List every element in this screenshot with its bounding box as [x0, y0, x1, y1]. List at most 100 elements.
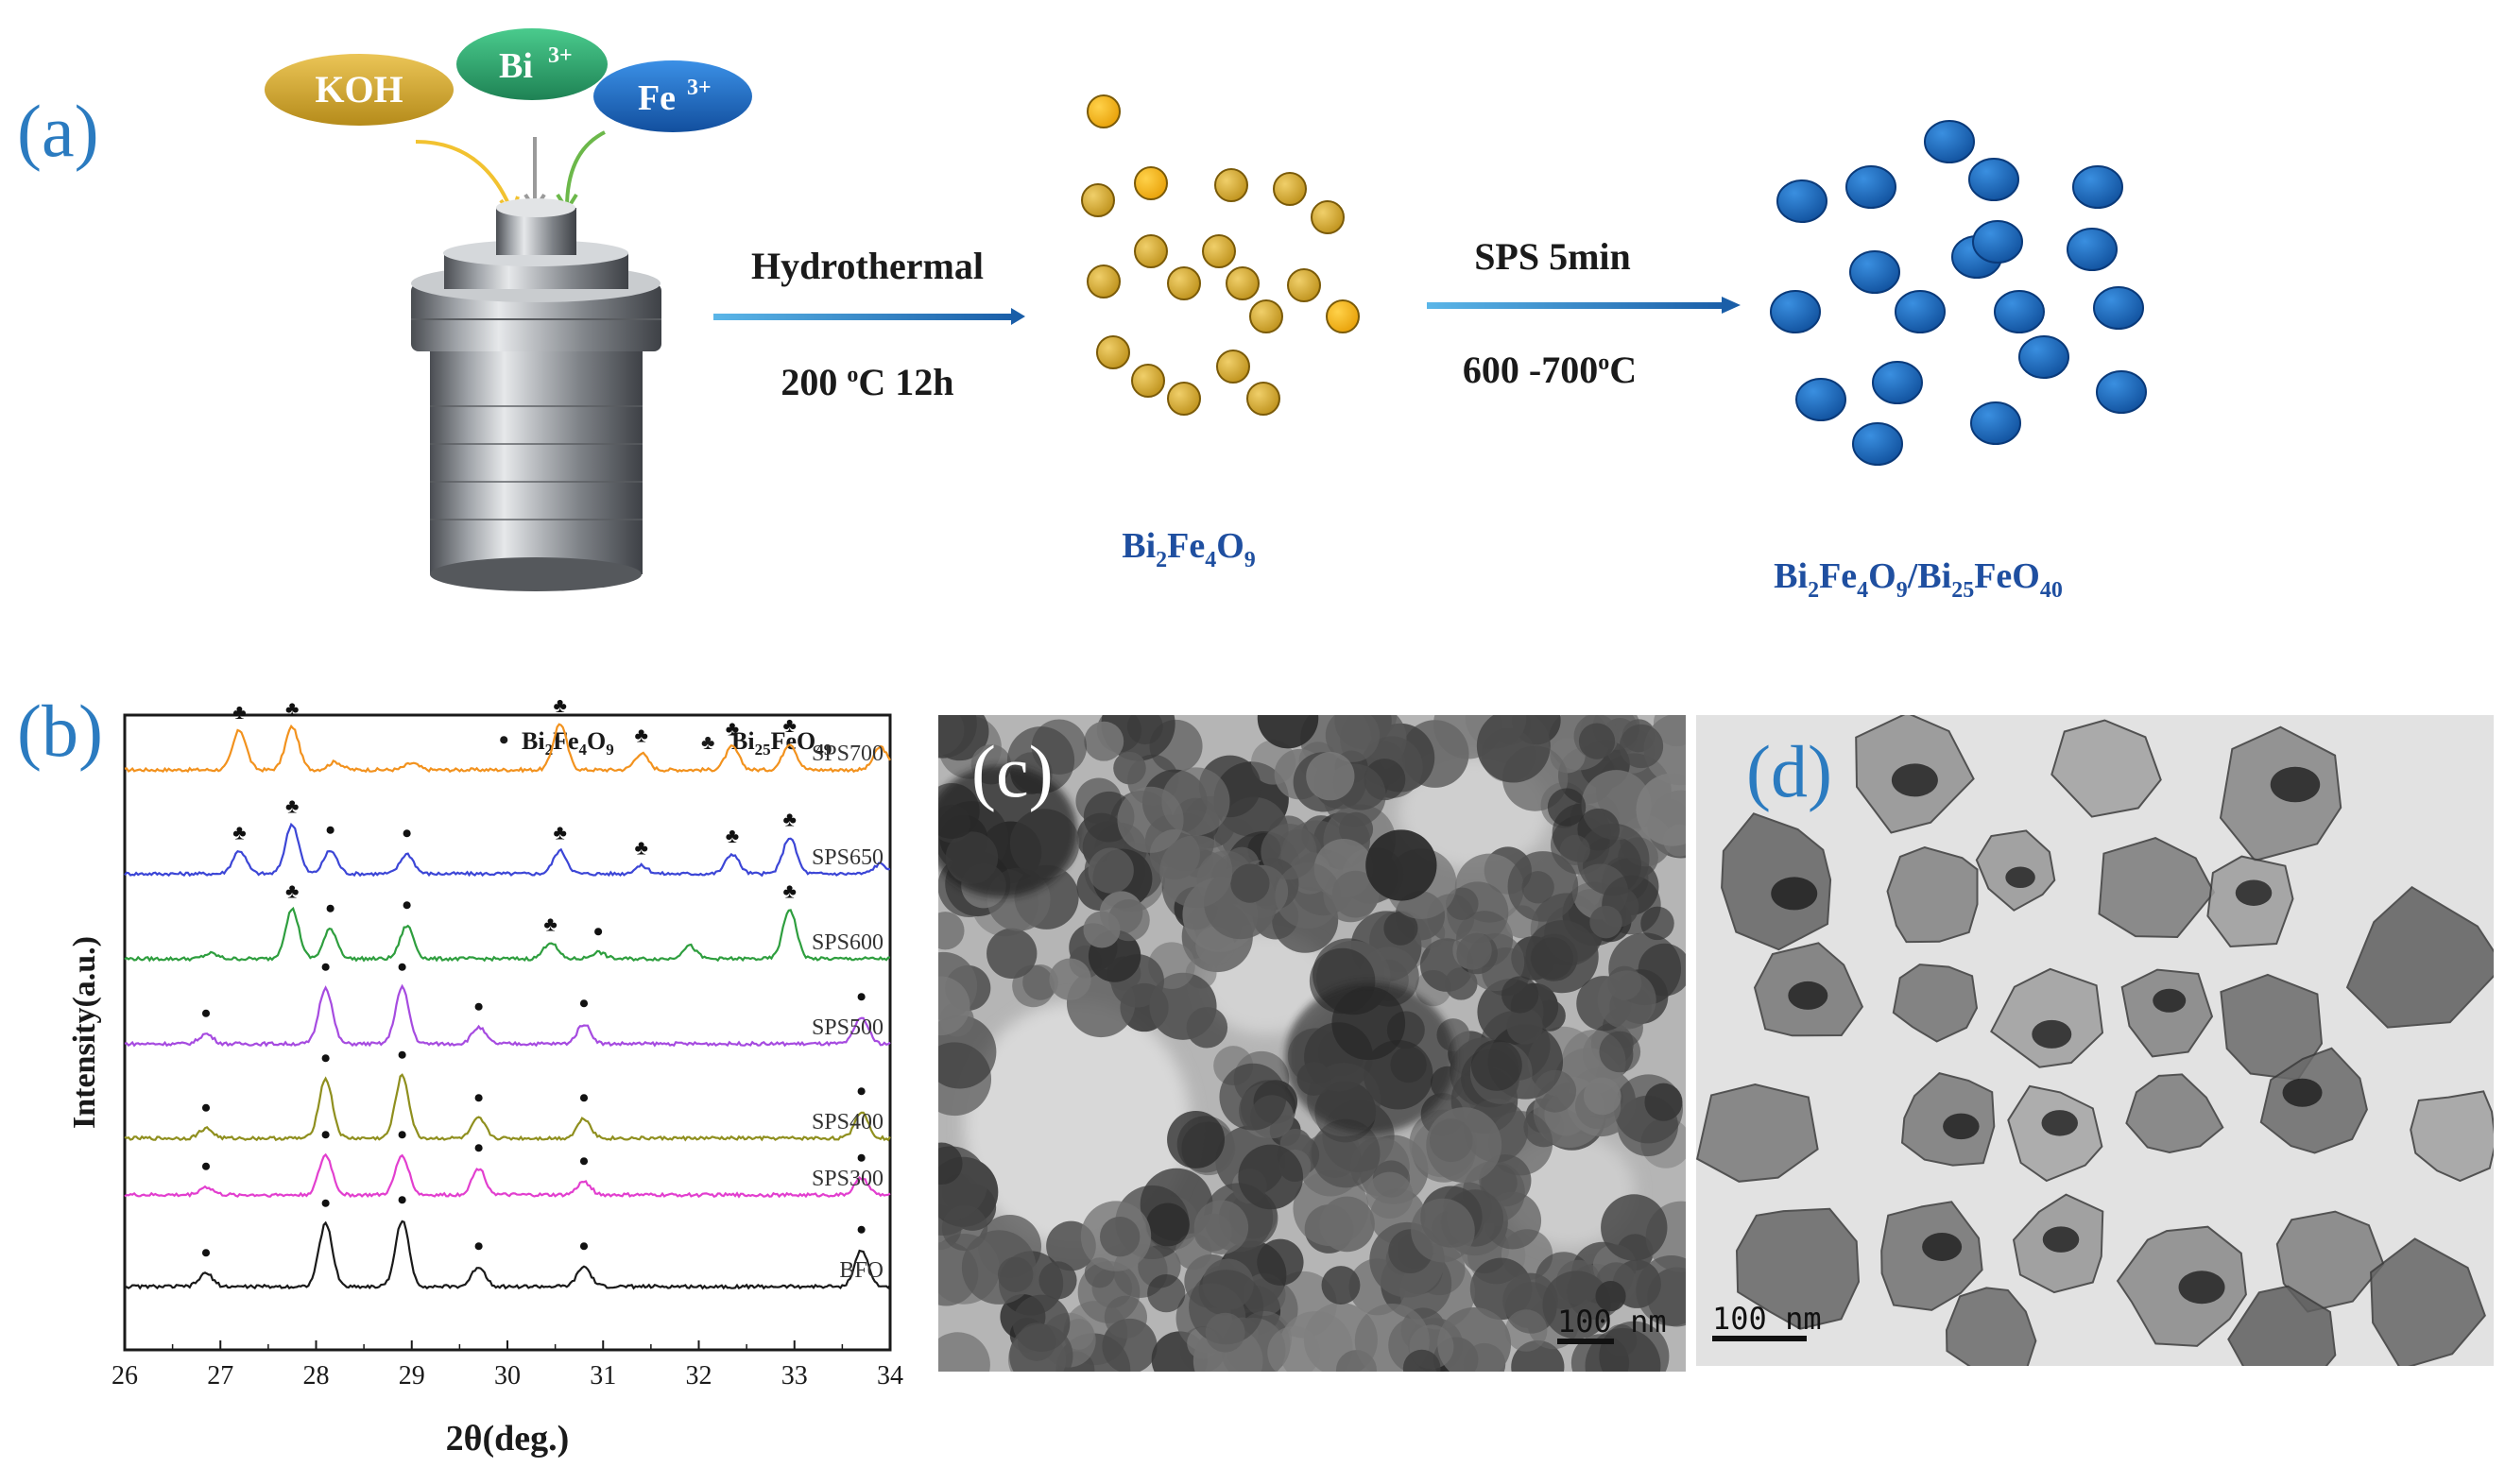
tem-d-grain-core [2178, 1271, 2225, 1305]
tem-c-particle [1159, 835, 1233, 909]
tem-d-grain [1990, 967, 2104, 1068]
tem-d-grain [2227, 1285, 2337, 1366]
tem-c-particle [938, 912, 965, 950]
tem-c-particle [1521, 871, 1554, 904]
x-tick-label: 27 [207, 1361, 233, 1390]
blue-particle [2072, 165, 2123, 209]
panel-d-label: (d) [1746, 730, 1832, 812]
tem-c-particle [1321, 1266, 1361, 1305]
tem-c-particle [1167, 1110, 1225, 1168]
tem-d-grain [1945, 1287, 2037, 1366]
xrd-series-label: SPS700 [812, 742, 884, 766]
yellow-particle [1311, 200, 1345, 234]
panel-d-tem-image: (d) 100 nm [1696, 715, 2494, 1366]
reagent-bi-charge: 3+ [548, 43, 573, 68]
tem-d-grain-core [1788, 981, 1828, 1010]
tem-c-particle [1437, 1307, 1512, 1372]
x-tick-label: 26 [112, 1361, 138, 1390]
tem-c-particle [1365, 829, 1437, 901]
tem-c-particle [1319, 1196, 1375, 1253]
yellow-particle [1087, 94, 1121, 128]
xrd-peak-marker: ♣ [782, 713, 796, 737]
xrd-peak-marker: ♣ [543, 913, 557, 936]
xrd-peak-marker: ♣ [635, 724, 648, 747]
tem-c-particle [1534, 1069, 1577, 1113]
panel-c-tem-image: (c) 100 nm [938, 715, 1686, 1372]
tem-c-particle [1306, 751, 1355, 801]
tem-d-grain-core [1922, 1232, 1963, 1261]
xrd-series-label: SPS400 [812, 1110, 884, 1134]
x-tick-label: 32 [686, 1361, 712, 1390]
tem-c-particle [1088, 847, 1134, 894]
xrd-series-label: SPS650 [812, 845, 884, 870]
tem-c-particle [961, 1230, 1037, 1305]
yellow-particle [1246, 382, 1280, 416]
tem-c-particle [1599, 1321, 1670, 1372]
legend-bi2fe4o9: Bi2Fe4O9 [522, 727, 614, 759]
xrd-peak-marker: • [579, 988, 590, 1019]
tem-d-grain [2125, 1073, 2224, 1154]
tem-c-particle [1257, 1238, 1304, 1286]
tem-c-particle [938, 1332, 990, 1372]
blue-particle [1895, 290, 1946, 333]
reagent-fe-charge: 3+ [687, 76, 712, 100]
tem-c-particle [1219, 1063, 1287, 1131]
yellow-particle [1287, 268, 1321, 302]
hydrothermal-arrow: Hydrothermal 200 oC 12h [713, 245, 1025, 403]
tem-c-particle [1257, 715, 1319, 749]
xrd-peak-marker: ♣ [782, 808, 796, 831]
xrd-peak-marker: • [579, 1231, 590, 1262]
tem-d-grain-core [2042, 1226, 2080, 1253]
xrd-peak-marker: • [325, 815, 335, 846]
yellow-particle [1326, 299, 1360, 333]
tem-c-particle [1595, 1281, 1626, 1312]
tem-c-particle [1031, 719, 1088, 775]
yellow-particle [1226, 266, 1260, 300]
tem-c-particle [1577, 823, 1650, 896]
xrd-peak-marker: • [201, 1237, 212, 1269]
yellow-particle [1081, 183, 1115, 217]
xrd-series-label: BFO [839, 1258, 884, 1283]
xrd-series-line [124, 822, 891, 878]
blue-particle [2096, 370, 2147, 414]
yellow-particle [1134, 234, 1168, 268]
tem-c-particle [1099, 1217, 1141, 1257]
yellow-particle [1087, 264, 1121, 299]
xrd-peak-marker: ♣ [285, 879, 299, 903]
step2-label: SPS 5min [1474, 235, 1631, 278]
tem-c-particle [1619, 724, 1664, 769]
tem-c-particle [1578, 723, 1616, 759]
blue-particle [1845, 165, 1896, 209]
tem-c-particle [1501, 976, 1539, 1014]
xrd-peak-marker: • [402, 890, 412, 921]
tem-d-grain [1735, 1207, 1861, 1330]
panel-b-label: (b) [17, 690, 103, 772]
tem-c-particle [1531, 937, 1573, 980]
xrd-series-line [124, 983, 891, 1048]
tem-c-particle [1331, 870, 1380, 918]
legend-club-symbol: ♣ [701, 730, 714, 754]
xrd-peak-marker: ♣ [635, 836, 648, 860]
x-tick-label: 28 [303, 1361, 330, 1390]
tem-c-particle [1267, 1325, 1320, 1372]
tem-d-grain-core [2032, 1019, 2072, 1049]
xrd-series-line [124, 906, 891, 963]
tem-c-particle [1487, 1111, 1553, 1176]
tem-d-grain [2345, 886, 2494, 1029]
yellow-particle [1202, 234, 1236, 268]
xrd-peak-marker: • [856, 1215, 866, 1246]
tem-d-grain-core [2005, 866, 2035, 889]
tem-c-particle [987, 928, 1038, 980]
xrd-plot-area: ♣♣♣♣♣♣SPS700♣♣••♣♣♣♣SPS650♣••♣•♣SPS600••… [124, 693, 891, 1290]
tem-c-particle [1547, 788, 1587, 827]
tem-c-particle [1601, 1194, 1668, 1261]
tem-d-grain [1721, 812, 1832, 951]
blue-particle [1994, 290, 2045, 333]
blue-particle [1924, 120, 1975, 163]
tem-c-particle [1366, 1171, 1414, 1220]
blue-particle [1795, 378, 1846, 421]
tem-d-grain [2410, 1090, 2494, 1183]
tem-c-particle [1038, 1261, 1077, 1300]
tem-c-particle [1084, 721, 1124, 761]
